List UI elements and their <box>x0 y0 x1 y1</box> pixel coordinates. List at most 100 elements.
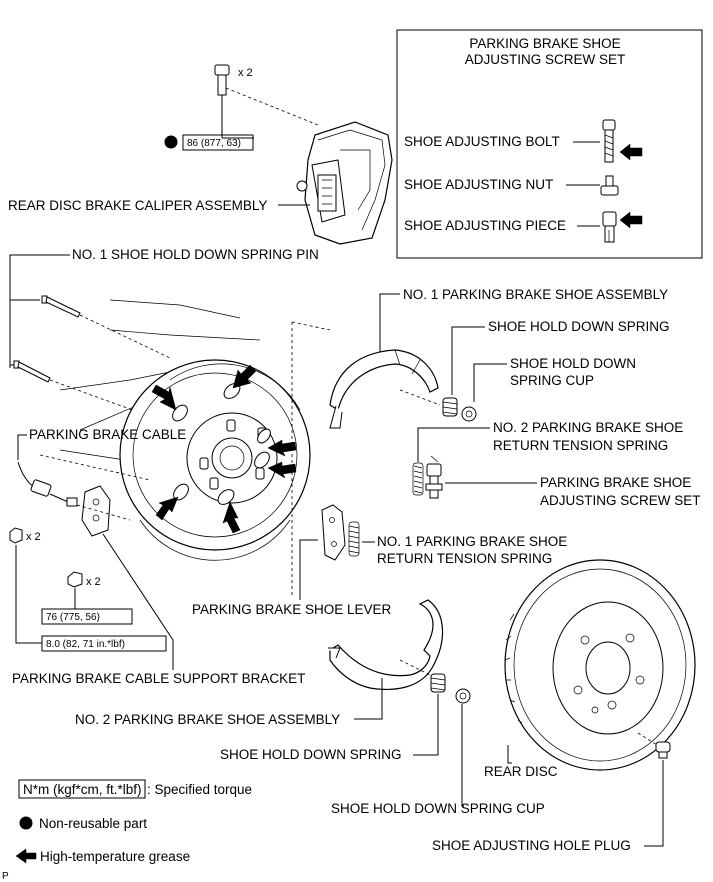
hold-down-pin-lower <box>13 360 51 383</box>
shoe-adjusting-hole-plug-part <box>655 741 671 759</box>
cable-nut-part <box>9 527 23 544</box>
grease-arrow-icon <box>267 461 297 479</box>
hold-down-cup-bottom-label: SHOE HOLD DOWN SPRING CUP <box>331 801 545 816</box>
leader-line <box>417 427 490 462</box>
no2-parking-shoe-part <box>328 599 443 690</box>
shoe-adjusting-piece-label: SHOE ADJUSTING PIECE <box>404 218 566 233</box>
parking-brake-cable-label: PARKING BRAKE CABLE <box>29 427 186 442</box>
legend-torque-unit: N*m (kgf*cm, ft.*lbf) <box>23 782 142 797</box>
caliper-torque-value: 86 (877, 63) <box>187 138 241 149</box>
legend-torque-desc: : Specified torque <box>147 782 252 797</box>
leader-line <box>354 678 383 720</box>
inset-title-line-1: PARKING BRAKE SHOE <box>469 36 620 51</box>
no1-hold-down-pin-label: NO. 1 SHOE HOLD DOWN SPRING PIN <box>72 247 319 262</box>
cable-nut-qty: x 2 <box>26 531 41 543</box>
no2-return-spring-part <box>412 462 424 496</box>
leader-line <box>102 533 174 670</box>
shoe-adjusting-bolt-label: SHOE ADJUSTING BOLT <box>404 134 560 149</box>
assembly-path <box>291 321 331 331</box>
non-reusable-dot-icon <box>164 135 178 149</box>
adjusting-screw-set-label-2: ADJUSTING SCREW SET <box>540 493 701 508</box>
rear-disc-brake-caliper-part <box>296 121 393 245</box>
legend: N*m (kgf*cm, ft.*lbf) : Specified torque… <box>15 779 252 864</box>
parking-brake-shoe-lever-label: PARKING BRAKE SHOE LEVER <box>192 602 392 617</box>
non-reusable-dot-icon <box>19 816 33 830</box>
shoe-adjusting-hole-plug-label: SHOE ADJUSTING HOLE PLUG <box>432 838 631 853</box>
grease-arrow-icon <box>232 364 257 389</box>
caliper-bolt-qty: x 2 <box>238 67 253 79</box>
shoe-adjusting-bolt-part <box>602 119 616 163</box>
grease-arrow-icon <box>155 496 179 521</box>
leader-line <box>473 363 507 402</box>
cable-torque-box <box>41 635 167 652</box>
hold-down-pin-upper <box>41 295 81 318</box>
hold-down-spring-top-label: SHOE HOLD DOWN SPRING <box>488 319 670 334</box>
grease-arrow-icon <box>619 143 643 161</box>
adjusting-screw-set-label-1: PARKING BRAKE SHOE <box>540 475 691 490</box>
grease-arrow-icon <box>151 384 177 411</box>
shoe-adjusting-nut-part <box>600 175 619 196</box>
parking-brake-cable-part <box>17 461 78 507</box>
no1-parking-shoe-assy-label: NO. 1 PARKING BRAKE SHOE ASSEMBLY <box>403 287 668 302</box>
legend-grease: High-temperature grease <box>40 849 190 864</box>
grease-arrow-icon <box>15 848 37 864</box>
no2-return-spring-label-1: NO. 2 PARKING BRAKE SHOE <box>493 420 683 435</box>
leader-line <box>15 545 42 644</box>
grease-arrow-icon <box>267 439 297 457</box>
corner-mark: P <box>2 871 9 882</box>
assembly-path <box>225 87 319 126</box>
no1-return-spring-part <box>348 521 360 557</box>
legend-non-reusable: Non-reusable part <box>39 816 147 831</box>
no2-return-spring-label-2: RETURN TENSION SPRING <box>493 438 668 453</box>
inset-title-line-2: ADJUSTING SCREW SET <box>465 52 626 67</box>
bracket-torque-value: 76 (775, 56) <box>46 612 100 623</box>
adjusting-screw-set-inset: PARKING BRAKE SHOE ADJUSTING SCREW SET S… <box>396 29 703 259</box>
leader-line <box>9 254 70 368</box>
rear-disc-brake-caliper-label: REAR DISC BRAKE CALIPER ASSEMBLY <box>8 198 267 213</box>
leader-line <box>299 539 318 600</box>
rear-disc-part <box>504 559 696 771</box>
hold-down-spring-bottom-part <box>430 673 446 693</box>
shoe-adjusting-piece-part <box>602 211 617 243</box>
leader-line <box>17 434 27 460</box>
leader-line <box>451 326 485 395</box>
leader-line <box>644 760 664 847</box>
hold-down-cup-top-part <box>461 406 477 422</box>
hold-down-spring-top-part <box>442 397 458 417</box>
bracket-torque-box <box>41 608 133 625</box>
assembly-path <box>637 732 658 746</box>
grease-arrow-icon <box>619 211 643 229</box>
bracket-nut-qty: x 2 <box>86 576 101 588</box>
leader-line <box>379 293 400 360</box>
hold-down-cup-top-label-2: SPRING CUP <box>510 373 594 388</box>
parking-brake-shoe-lever-part <box>321 504 346 561</box>
no2-parking-shoe-assy-label: NO. 2 PARKING BRAKE SHOE ASSEMBLY <box>75 712 340 727</box>
no1-return-spring-label-2: RETURN TENSION SPRING <box>377 551 552 566</box>
leader-line <box>507 745 512 764</box>
cable-support-bracket-label: PARKING BRAKE CABLE SUPPORT BRACKET <box>12 671 305 686</box>
caliper-bolt <box>214 64 230 96</box>
assembly-path <box>399 389 441 406</box>
caliper-torque-box <box>182 134 254 151</box>
hold-down-cup-bottom-part <box>455 688 471 704</box>
caliper-bolt-group: x 2 86 (877, 63) <box>164 64 319 151</box>
adjusting-screw-set-part <box>425 455 443 499</box>
leader-line <box>461 704 464 807</box>
grease-arrow-icon <box>222 501 241 534</box>
inset-frame <box>396 29 703 259</box>
leader-line <box>413 694 439 756</box>
bracket-nut-part <box>67 571 83 588</box>
rear-disc-label: REAR DISC <box>484 764 558 779</box>
no1-parking-shoe-part <box>329 349 439 429</box>
hold-down-cup-top-label-1: SHOE HOLD DOWN <box>510 356 636 371</box>
shoe-adjusting-nut-label: SHOE ADJUSTING NUT <box>404 177 553 192</box>
cable-torque-value: 8.0 (82, 71 in.*lbf) <box>46 639 125 650</box>
no1-return-spring-label-1: NO. 1 PARKING BRAKE SHOE <box>377 534 567 549</box>
assembly-path <box>39 454 151 481</box>
assembly-path <box>79 314 171 359</box>
backing-plate-grease-arrows <box>151 364 297 534</box>
hold-down-spring-bottom-label: SHOE HOLD DOWN SPRING <box>220 747 402 762</box>
cable-support-bracket-part <box>81 485 111 537</box>
